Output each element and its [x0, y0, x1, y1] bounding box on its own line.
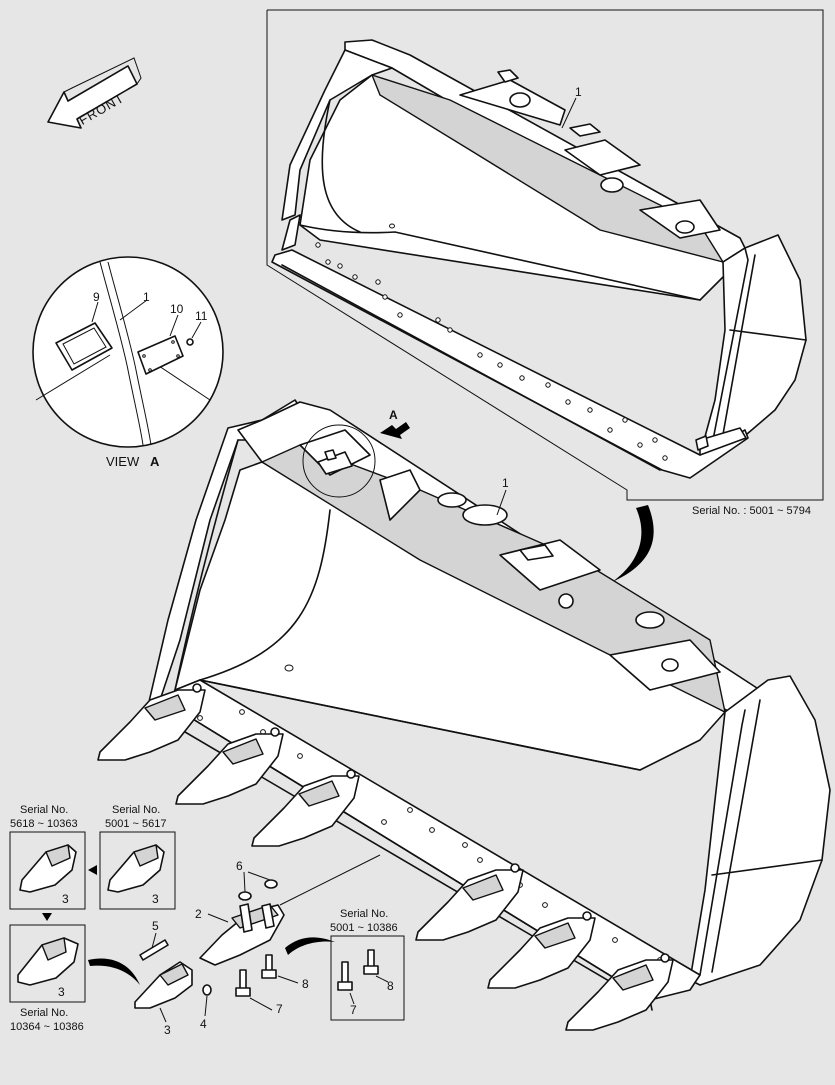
- exploded-adapter: 6 2 7 8: [195, 859, 335, 1016]
- callout-7-box: 7: [350, 1003, 357, 1017]
- variant-box-10364-10386: 3 Serial No. 10364 ~ 10386: [9, 924, 86, 1033]
- callout-4: 4: [200, 1017, 207, 1031]
- variant-box-5001-10386: Serial No. 5001 ~ 10386 7 8: [330, 908, 405, 1021]
- callout-8-main: 8: [302, 977, 309, 991]
- variant-arrow-top: [612, 505, 654, 582]
- callout-8-box: 8: [387, 979, 394, 993]
- variant-box-5001-5617: Serial No. 5001 ~ 5617 3: [99, 804, 176, 910]
- callout-3-tip: 3: [164, 1023, 171, 1037]
- exploded-tip: 5 3 4: [134, 919, 212, 1037]
- serial-a-line1: Serial No.: [20, 804, 68, 816]
- callout-1-main: 1: [502, 476, 509, 490]
- triangle-down-marker: [42, 913, 52, 921]
- bucket-teeth: [97, 683, 674, 1031]
- callout-3-box-b: 3: [152, 892, 159, 906]
- callout-11: 11: [195, 309, 208, 323]
- front-arrow: FRONT: [47, 57, 142, 129]
- tooth-6: [565, 953, 674, 1031]
- triangle-left-marker: [88, 865, 97, 875]
- tooth-3: [251, 769, 360, 847]
- serial-b-line1: Serial No.: [112, 804, 160, 816]
- view-label: VIEW: [106, 454, 140, 469]
- callout-3-box-c: 3: [58, 985, 65, 999]
- view-letter: A: [150, 454, 160, 469]
- callout-3-box-a: 3: [62, 892, 69, 906]
- variant-arrow-tip: [88, 958, 140, 985]
- view-a-arrow: [380, 422, 410, 439]
- serial-b-line2: 5001 ~ 5617: [105, 818, 166, 830]
- top-bucket: 1: [271, 39, 807, 479]
- serial-c-line1: Serial No.: [20, 1007, 68, 1019]
- callout-10: 10: [170, 302, 184, 316]
- callout-5: 5: [152, 919, 159, 933]
- view-a-detail: 9 1 10 11 VIEW A: [32, 256, 224, 469]
- variant-arrow-bolts: [285, 937, 335, 955]
- serial-a-line2: 5618 ~ 10363: [10, 818, 78, 830]
- callout-2: 2: [195, 907, 202, 921]
- top-edge-holes: [315, 242, 668, 461]
- callout-7-main: 7: [276, 1002, 283, 1016]
- serial-d-line2: 5001 ~ 10386: [330, 922, 398, 934]
- tooth-4: [415, 863, 524, 941]
- callout-1-view: 1: [143, 290, 150, 304]
- callout-6: 6: [236, 859, 243, 873]
- tooth-5: [487, 911, 596, 989]
- serial-c-line2: 10364 ~ 10386: [10, 1021, 84, 1033]
- serial-d-line1: Serial No.: [340, 908, 388, 920]
- callout-1-top: 1: [575, 85, 582, 99]
- top-serial-label: Serial No. : 5001 ~ 5794: [692, 505, 811, 517]
- callout-9: 9: [93, 290, 100, 304]
- view-a-arrow-letter: A: [389, 408, 398, 422]
- tooth-1: [97, 683, 206, 761]
- tooth-2: [175, 727, 284, 805]
- top-variant-frame: [266, 9, 824, 501]
- variant-box-5618-10363: Serial No. 5618 ~ 10363 3: [9, 804, 86, 910]
